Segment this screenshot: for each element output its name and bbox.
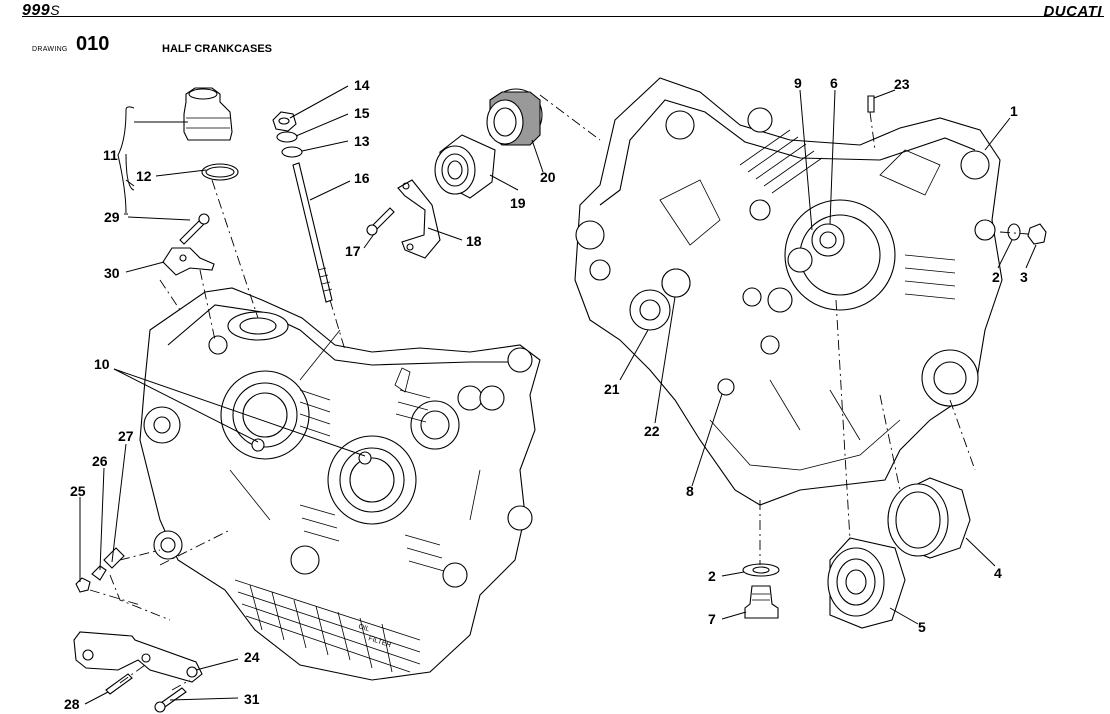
callout-15: 15 xyxy=(354,105,370,121)
callout-5: 5 xyxy=(918,619,926,635)
part-29-screw xyxy=(179,213,210,245)
callout-7: 7 xyxy=(708,611,716,627)
callout-31: 31 xyxy=(244,691,260,707)
leader-lines xyxy=(79,85,1037,705)
callout-2-upper: 2 xyxy=(992,269,1000,285)
part-22-seal xyxy=(661,268,691,298)
callout-22: 22 xyxy=(644,423,660,439)
brand-logo: DUCATI xyxy=(1043,3,1102,20)
part-2-washer-lower xyxy=(742,563,780,577)
callout-25: 25 xyxy=(70,483,86,499)
model-name: 999S xyxy=(22,2,60,20)
callout-labels: 1 2 3 4 5 6 7 8 9 10 11 12 13 14 15 16 1… xyxy=(64,75,1028,712)
callout-19: 19 xyxy=(510,195,526,211)
callout-3: 3 xyxy=(1020,269,1028,285)
model-suffix: S xyxy=(50,2,61,18)
part-13-o-ring xyxy=(281,146,303,158)
callout-1: 1 xyxy=(1010,103,1018,119)
callout-21: 21 xyxy=(604,381,620,397)
part-3-plug xyxy=(1027,223,1047,245)
callout-23: 23 xyxy=(894,76,910,92)
part-20-bushing xyxy=(486,88,543,146)
callout-11: 11 xyxy=(103,147,118,163)
callout-9: 9 xyxy=(794,75,802,91)
callout-4: 4 xyxy=(994,565,1002,581)
callout-6: 6 xyxy=(830,75,838,91)
callout-14: 14 xyxy=(354,77,370,93)
callout-28: 28 xyxy=(64,696,80,712)
part-8-o-ring xyxy=(717,378,735,396)
part-16-stud xyxy=(292,162,333,303)
left-half-crankcase: OIL FILTER xyxy=(139,287,541,681)
part-14-nut xyxy=(272,111,297,132)
part-15-washer xyxy=(276,131,298,143)
drawing-title: HALF CRANKCASES xyxy=(162,43,272,55)
assembly-lines xyxy=(89,94,1029,691)
part-7-plug xyxy=(744,585,779,619)
callout-30: 30 xyxy=(104,265,120,281)
callout-26: 26 xyxy=(92,453,108,469)
callout-13: 13 xyxy=(354,133,370,149)
callout-18: 18 xyxy=(466,233,482,249)
callout-20: 20 xyxy=(540,169,556,185)
right-half-crankcase xyxy=(574,77,1003,506)
part-12-o-ring xyxy=(201,163,239,181)
callout-16: 16 xyxy=(354,170,370,186)
part-28-screw xyxy=(105,673,133,695)
oil-casting-text: OIL xyxy=(357,623,370,633)
part-31-screw xyxy=(154,687,187,713)
part-25-26-27-fittings xyxy=(75,547,125,593)
callout-8: 8 xyxy=(686,483,694,499)
part-18-bracket xyxy=(397,179,441,259)
part-4-bushing xyxy=(887,477,971,559)
drawing-number: 010 xyxy=(76,33,110,55)
callout-24: 24 xyxy=(244,649,260,665)
callout-29: 29 xyxy=(104,209,120,225)
part-5-bearing xyxy=(827,537,906,629)
part-11-breather xyxy=(183,87,233,141)
callout-12: 12 xyxy=(136,168,152,184)
part-2-washer-upper xyxy=(1007,223,1021,241)
part-30-bracket xyxy=(162,247,215,276)
part-24-bracket xyxy=(73,631,203,683)
callout-10: 10 xyxy=(94,356,110,372)
header-rule xyxy=(22,16,1104,17)
callout-27: 27 xyxy=(118,428,134,444)
callout-2-lower: 2 xyxy=(708,568,716,584)
drawing-label: DRAWING xyxy=(32,46,68,53)
part-23-pin xyxy=(867,95,875,113)
part-19-bearing xyxy=(434,134,496,199)
part-17-screw xyxy=(366,207,395,236)
callout-17: 17 xyxy=(345,243,361,259)
model-number: 999 xyxy=(22,2,51,19)
